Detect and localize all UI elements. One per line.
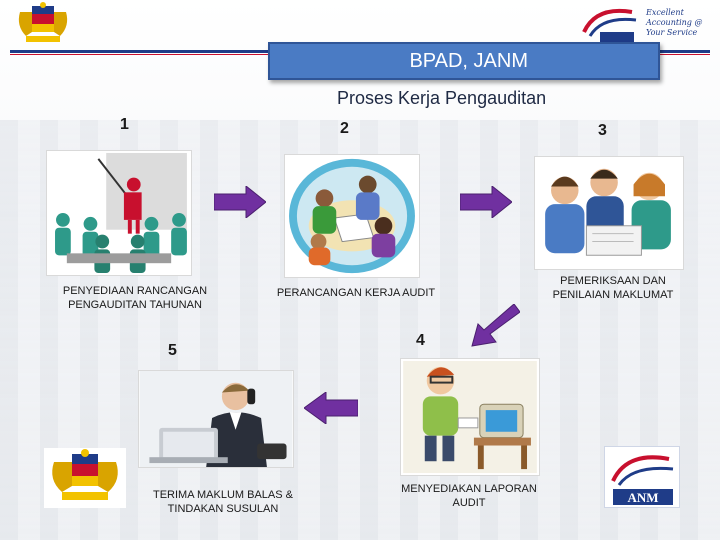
step-1-label: PENYEDIAAN RANCANGAN PENGAUDITAN TAHUNAN	[62, 285, 208, 311]
arrow-left-4-to-5-icon	[304, 392, 358, 424]
step-3-number: 3	[598, 122, 607, 139]
janm-swoosh-icon	[582, 9, 637, 42]
step-3-examination-image	[534, 156, 684, 270]
step-5-followup-image	[138, 370, 294, 468]
step-4-number: 4	[416, 332, 425, 349]
anm-logo-text: ANM	[627, 490, 658, 505]
arrow-right-2-to-3-icon	[460, 186, 512, 218]
step-1-presentation-image	[46, 150, 192, 276]
arrow-down-left-3-to-4-icon	[471, 304, 520, 347]
page-subtitle: Proses Kerja Pengauditan	[337, 88, 547, 108]
step-2-label: PERANCANGAN KERJA AUDIT	[276, 287, 436, 299]
anm-logo-icon: ANM	[611, 455, 674, 505]
step-2-number: 2	[340, 120, 349, 137]
malaysia-crest-bottom-icon	[44, 448, 126, 508]
step-2-team-planning-image	[284, 154, 420, 278]
step-4-report-image	[400, 358, 540, 476]
arrow-right-1-to-2-icon	[214, 186, 266, 218]
malaysia-crest-icon	[18, 2, 68, 42]
step-1-number: 1	[120, 116, 129, 133]
anm-logo-bottom: ANM	[604, 446, 680, 508]
step-4-label: MENYEDIAKAN LAPORAN AUDIT	[401, 483, 537, 509]
step-5-number: 5	[168, 342, 177, 359]
step-5-label: TERIMA MAKLUM BALAS & TINDAKAN SUSULAN	[153, 489, 293, 515]
janm-slogan: Excellent Accounting @ Your Service	[646, 8, 703, 37]
page-title: BPAD, JANM	[409, 49, 528, 72]
step-3-label: PEMERIKSAAN DAN PENILAIAN MAKLUMAT	[552, 275, 674, 301]
janm-logo-top: Excellent Accounting @ Your Service	[576, 2, 716, 48]
title-box: BPAD, JANM	[268, 42, 660, 80]
